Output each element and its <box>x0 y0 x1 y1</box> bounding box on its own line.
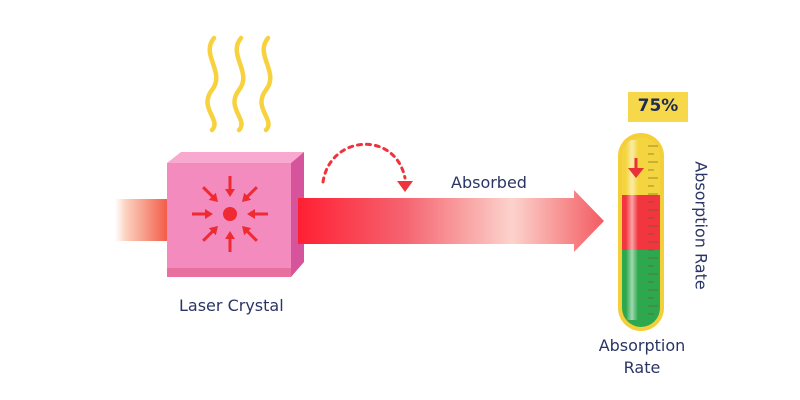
converging-arrow-head <box>242 226 252 236</box>
tube-sheen <box>626 140 638 320</box>
outgoing-beam-arrow <box>298 190 604 252</box>
converging-arrows-icon <box>192 176 268 252</box>
converging-arrow-head <box>225 231 235 239</box>
gauge-value-badge <box>628 92 688 122</box>
gauge-value-text: 75% <box>637 96 679 116</box>
converging-arrow-head <box>247 209 255 219</box>
gauge-marker-arrow-icon <box>628 158 644 178</box>
converging-arrow-head <box>208 226 218 236</box>
gauge-bottom-label-line2: Rate <box>623 358 661 377</box>
converging-arrow-head <box>208 192 218 202</box>
gauge-side-label: Absorption Rate <box>691 161 711 290</box>
incoming-beam <box>115 199 170 241</box>
crystal-center-dot <box>223 207 237 221</box>
arc-arrowhead <box>397 181 413 192</box>
absorbed-label: Absorbed <box>451 173 527 192</box>
gauge-ticks <box>648 145 658 315</box>
dashed-curved-arrow-icon <box>321 142 407 184</box>
converging-arrow-head <box>225 189 235 197</box>
gauge-bottom-label-line1: Absorption <box>598 336 686 355</box>
crystal-label: Laser Crystal <box>179 296 284 315</box>
gauge-bands <box>622 137 660 327</box>
converging-arrow-head <box>205 209 213 219</box>
converging-arrow-head <box>242 192 252 202</box>
heat-waves-icon <box>205 35 273 133</box>
